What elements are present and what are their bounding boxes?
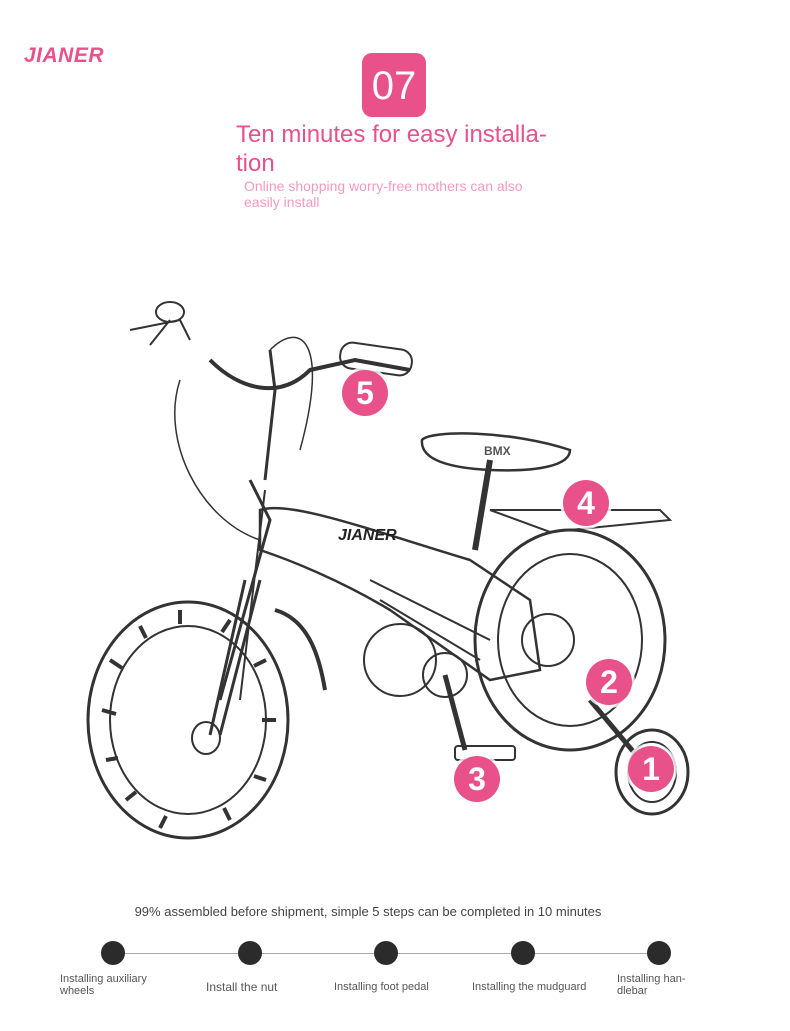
timeline-label-5: Installing han- dlebar: [617, 973, 686, 997]
title-line-2: tion: [236, 150, 275, 177]
brand-logo: JIANER: [24, 44, 105, 67]
timeline-label-3-line1: Installing foot pedal: [334, 981, 429, 993]
assembly-note: 99% assembled before shipment, simple 5 …: [134, 904, 602, 919]
step-marker-2: 2: [586, 659, 632, 705]
bike-seat: [420, 432, 572, 472]
rear-wheel: [473, 528, 667, 752]
subtitle: Online shopping worry-free mothers can a…: [244, 178, 554, 210]
timeline-label-4-line1: Installing the mudguard: [472, 981, 587, 993]
timeline-label-4: Installing the mudguard: [472, 981, 586, 993]
timeline-label-1-line2: wheels: [60, 985, 95, 997]
step-marker-4: 4: [563, 480, 609, 526]
timeline-label-2: Install the nut: [206, 981, 277, 993]
timeline-label-5-line2: dlebar: [617, 985, 648, 997]
handlebar: [208, 357, 411, 391]
subtitle-line-2: easily install: [244, 194, 320, 210]
timeline-label-1-line1: Installing auxiliary: [60, 973, 147, 985]
timeline-dot-5: [647, 941, 671, 965]
front-wheel-rim: [109, 625, 267, 815]
page-title: Ten minutes for easy installa- tion: [236, 120, 566, 178]
seat-brand-text: BMX: [484, 444, 511, 458]
frame-brand-text: JIANER: [338, 527, 397, 544]
step-marker-1: 1: [628, 746, 674, 792]
timeline-label-2-line1: Install the nut: [206, 980, 278, 994]
timeline-dot-4: [511, 941, 535, 965]
timeline-label-3: Installing foot pedal: [334, 981, 429, 993]
step-number-badge: 07: [362, 53, 426, 117]
handlebar-grip: [339, 341, 413, 377]
rear-wheel-rim: [497, 553, 643, 727]
timeline-dot-3: [374, 941, 398, 965]
training-wheel: [614, 728, 690, 816]
front-hub: [191, 721, 221, 755]
step-marker-5: 5: [342, 370, 388, 416]
subtitle-line-1: Online shopping worry-free mothers can a…: [244, 178, 523, 194]
timeline-label-5-line1: Installing han-: [617, 973, 686, 985]
front-wheel: [86, 600, 290, 840]
timeline-dot-2: [238, 941, 262, 965]
timeline-label-1: Installing auxiliary wheels: [60, 973, 147, 997]
front-fork: [208, 579, 262, 736]
step-marker-3: 3: [454, 756, 500, 802]
timeline-dot-1: [101, 941, 125, 965]
bike-frame: [258, 506, 542, 682]
title-line-1: Ten minutes for easy installa-: [236, 121, 547, 148]
